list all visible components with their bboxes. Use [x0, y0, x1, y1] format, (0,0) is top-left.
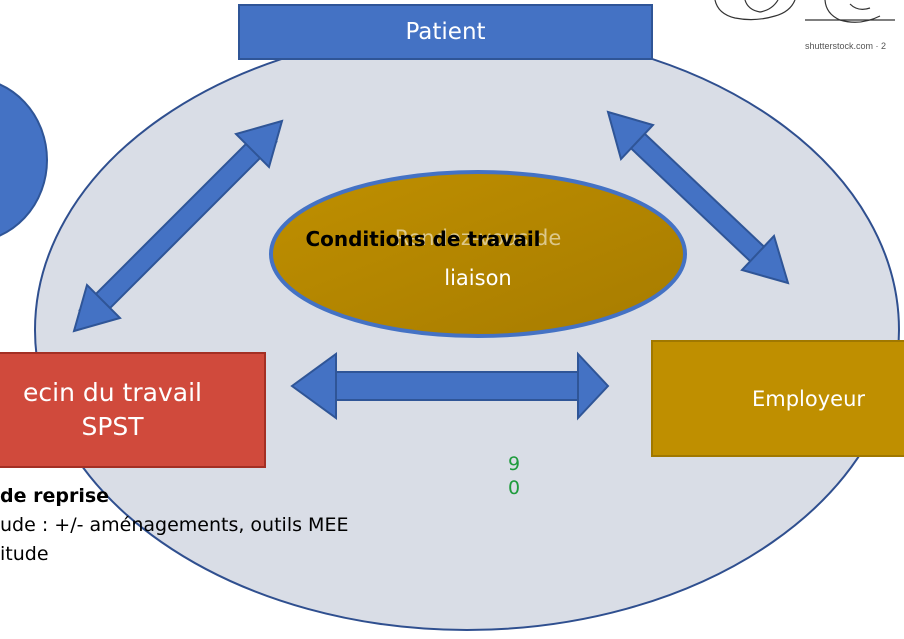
- employeur-box: [651, 340, 904, 457]
- watermark-text: shutterstock.com · 2: [805, 41, 887, 51]
- center-light-text: Rendez-vous de: [394, 226, 562, 250]
- center-liaison-text: liaison: [444, 266, 512, 290]
- reprise-notes: de reprise ude : +/- aménagements, outil…: [0, 482, 348, 569]
- center-ellipse: [269, 170, 687, 338]
- arrow-patient-employeur: [606, 110, 790, 285]
- slide-number-line1: 9: [508, 453, 521, 475]
- slide-number: 9 0: [508, 452, 520, 500]
- patient-box: [238, 4, 653, 60]
- illustration-sketch: [714, 0, 895, 23]
- medecin-box: [0, 352, 266, 468]
- employeur-label: Employeur: [752, 341, 904, 456]
- arrow-medecin-employeur: [290, 351, 610, 421]
- medecin-line2: SPST: [81, 412, 144, 441]
- patient-text: Patient: [405, 19, 486, 45]
- left-blue-circle: [0, 83, 48, 237]
- arrow-patient-medecin: [72, 119, 284, 333]
- center-bold-text: Conditions de travail: [305, 227, 541, 251]
- reprise-header: de reprise: [0, 485, 110, 507]
- reprise-item-2: itude: [0, 543, 49, 565]
- medecin-line1: ecin du travail: [23, 378, 202, 407]
- patient-label: Patient: [239, 5, 652, 59]
- slide-number-line2: 0: [508, 477, 521, 499]
- reprise-item-1: ude : +/- aménagements, outils MEE: [0, 514, 349, 536]
- employeur-text: Employeur: [752, 386, 866, 411]
- medecin-label: ecin du travail SPST: [0, 353, 265, 467]
